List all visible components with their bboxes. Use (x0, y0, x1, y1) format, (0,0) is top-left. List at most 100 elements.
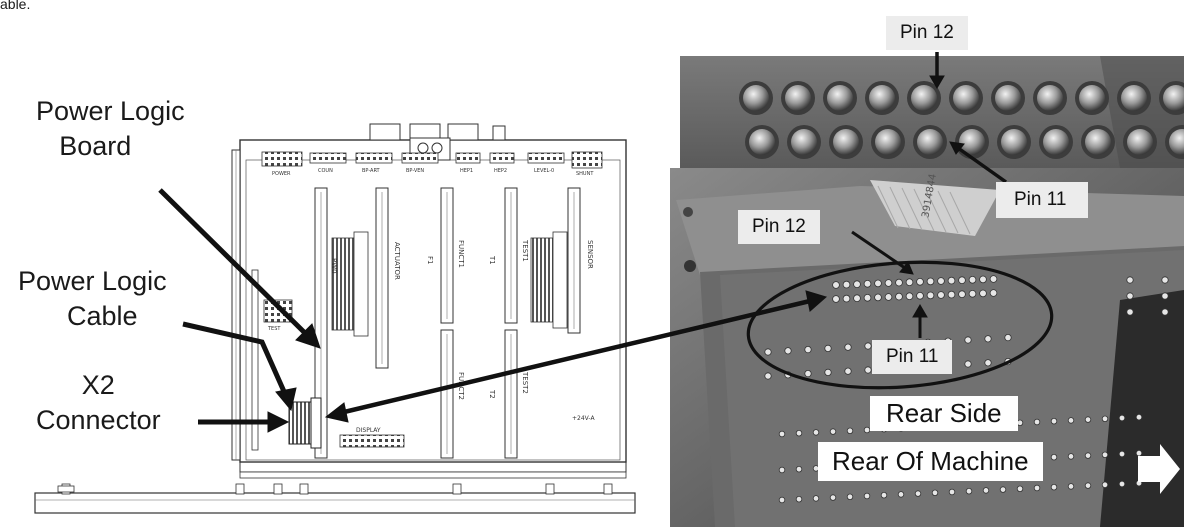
power-rating-label: +24V-A (572, 415, 595, 422)
callout-rear-of-machine: Rear Of Machine (818, 442, 1043, 481)
solder-joint (983, 488, 989, 494)
slot-label-test2: TEST2 (521, 371, 529, 394)
solder-joint (906, 293, 913, 300)
label-power-logic-board: Power Logic Board (36, 94, 185, 164)
solder-joint (1034, 485, 1040, 491)
solder-joint (990, 276, 997, 283)
solder-joint (969, 290, 976, 297)
header-label-bp-ven: BP-VEN (406, 168, 424, 174)
stud-pin (1121, 85, 1147, 111)
label-x2-connector: X2 Connector (36, 368, 161, 438)
solder-joint (845, 344, 851, 350)
solder-joint (969, 276, 976, 283)
header-label-hep2: HEP2 (494, 168, 507, 174)
stud-pin (749, 129, 775, 155)
slot-label-actuator: ACTUATOR (393, 242, 401, 280)
solder-joint (1017, 486, 1023, 492)
solder-joint (1102, 416, 1108, 422)
header-label-bp-art: BP-ART (362, 168, 381, 174)
solder-joint (796, 496, 802, 502)
stud-pin (911, 85, 937, 111)
solder-joint (1068, 418, 1074, 424)
label-power-logic-cable-line1: Power Logic (18, 264, 167, 299)
stud-pin (995, 85, 1021, 111)
slot-label-t1: T1 (488, 255, 496, 265)
solder-joint (1136, 414, 1142, 420)
photo-pin-strip (680, 56, 1184, 168)
callout-pin12: Pin 12 (738, 210, 820, 244)
solder-joint (1068, 454, 1074, 460)
solder-joint (1162, 309, 1168, 315)
solder-joint (906, 279, 913, 286)
slot-label-f1: F1 (426, 256, 434, 264)
stud-pin (869, 85, 895, 111)
solder-joint (864, 427, 870, 433)
stud-pin (1079, 85, 1105, 111)
test-header-label: TEST (267, 326, 281, 332)
stud-pin (1085, 129, 1111, 155)
solder-joint (796, 466, 802, 472)
solder-joint (847, 494, 853, 500)
solder-joint (847, 428, 853, 434)
solder-joint (1102, 452, 1108, 458)
solder-joint (1085, 483, 1091, 489)
solder-joint (833, 296, 840, 303)
solder-joint (898, 492, 904, 498)
label-power-logic-board-line1: Power Logic (36, 94, 185, 129)
solder-joint (896, 293, 903, 300)
header-label-power: POWER (272, 171, 291, 177)
callout-pin11-top: Pin 11 (996, 182, 1088, 218)
stud-pin (833, 129, 859, 155)
solder-joint (765, 349, 771, 355)
display-label: DISPLAY (356, 427, 381, 434)
solder-joint (915, 491, 921, 497)
solder-joint (1034, 419, 1040, 425)
solder-joint (864, 294, 871, 301)
stud-pin (1037, 85, 1063, 111)
solder-joint (875, 294, 882, 301)
solder-joint (965, 361, 971, 367)
label-power-logic-cable: Power Logic Cable (18, 264, 167, 334)
solder-joint (1085, 417, 1091, 423)
solder-joint (1102, 482, 1108, 488)
solder-joint (896, 279, 903, 286)
label-power-logic-board-line2: Board (6, 129, 185, 164)
stud-pin (827, 85, 853, 111)
solder-joint (881, 492, 887, 498)
solder-joint (779, 497, 785, 503)
solder-joint (927, 278, 934, 285)
solder-joint (1119, 451, 1125, 457)
solder-joint (1127, 277, 1133, 283)
solder-joint (805, 370, 811, 376)
solder-joint (825, 345, 831, 351)
solder-joint (990, 290, 997, 297)
solder-joint (948, 277, 955, 284)
solder-joint (833, 282, 840, 289)
callout-pin12-top: Pin 12 (886, 16, 968, 50)
stud-pin (785, 85, 811, 111)
solder-joint (843, 295, 850, 302)
solder-joint (927, 292, 934, 299)
stud-pin (917, 129, 943, 155)
solder-joint (1051, 418, 1057, 424)
header-label-hep1: HEP1 (460, 168, 473, 174)
solder-joint (843, 281, 850, 288)
solder-joint (938, 292, 945, 299)
solder-joint (932, 490, 938, 496)
slot-label-test1: TEST1 (521, 239, 529, 262)
solder-joint (1119, 481, 1125, 487)
solder-joint (1127, 293, 1133, 299)
solder-joint (830, 429, 836, 435)
solder-joint (1119, 415, 1125, 421)
label-x2-connector-line1: X2 (36, 368, 161, 403)
callout-pin11: Pin 11 (872, 340, 952, 374)
solder-joint (948, 291, 955, 298)
label-power-logic-cable-line2: Cable (38, 299, 167, 334)
solder-joint (864, 493, 870, 499)
label-x2-connector-line2: Connector (36, 403, 161, 438)
solder-joint (796, 430, 802, 436)
solder-joint (1127, 309, 1133, 315)
solder-joint (885, 294, 892, 301)
solder-joint (938, 278, 945, 285)
solder-joint (959, 277, 966, 284)
